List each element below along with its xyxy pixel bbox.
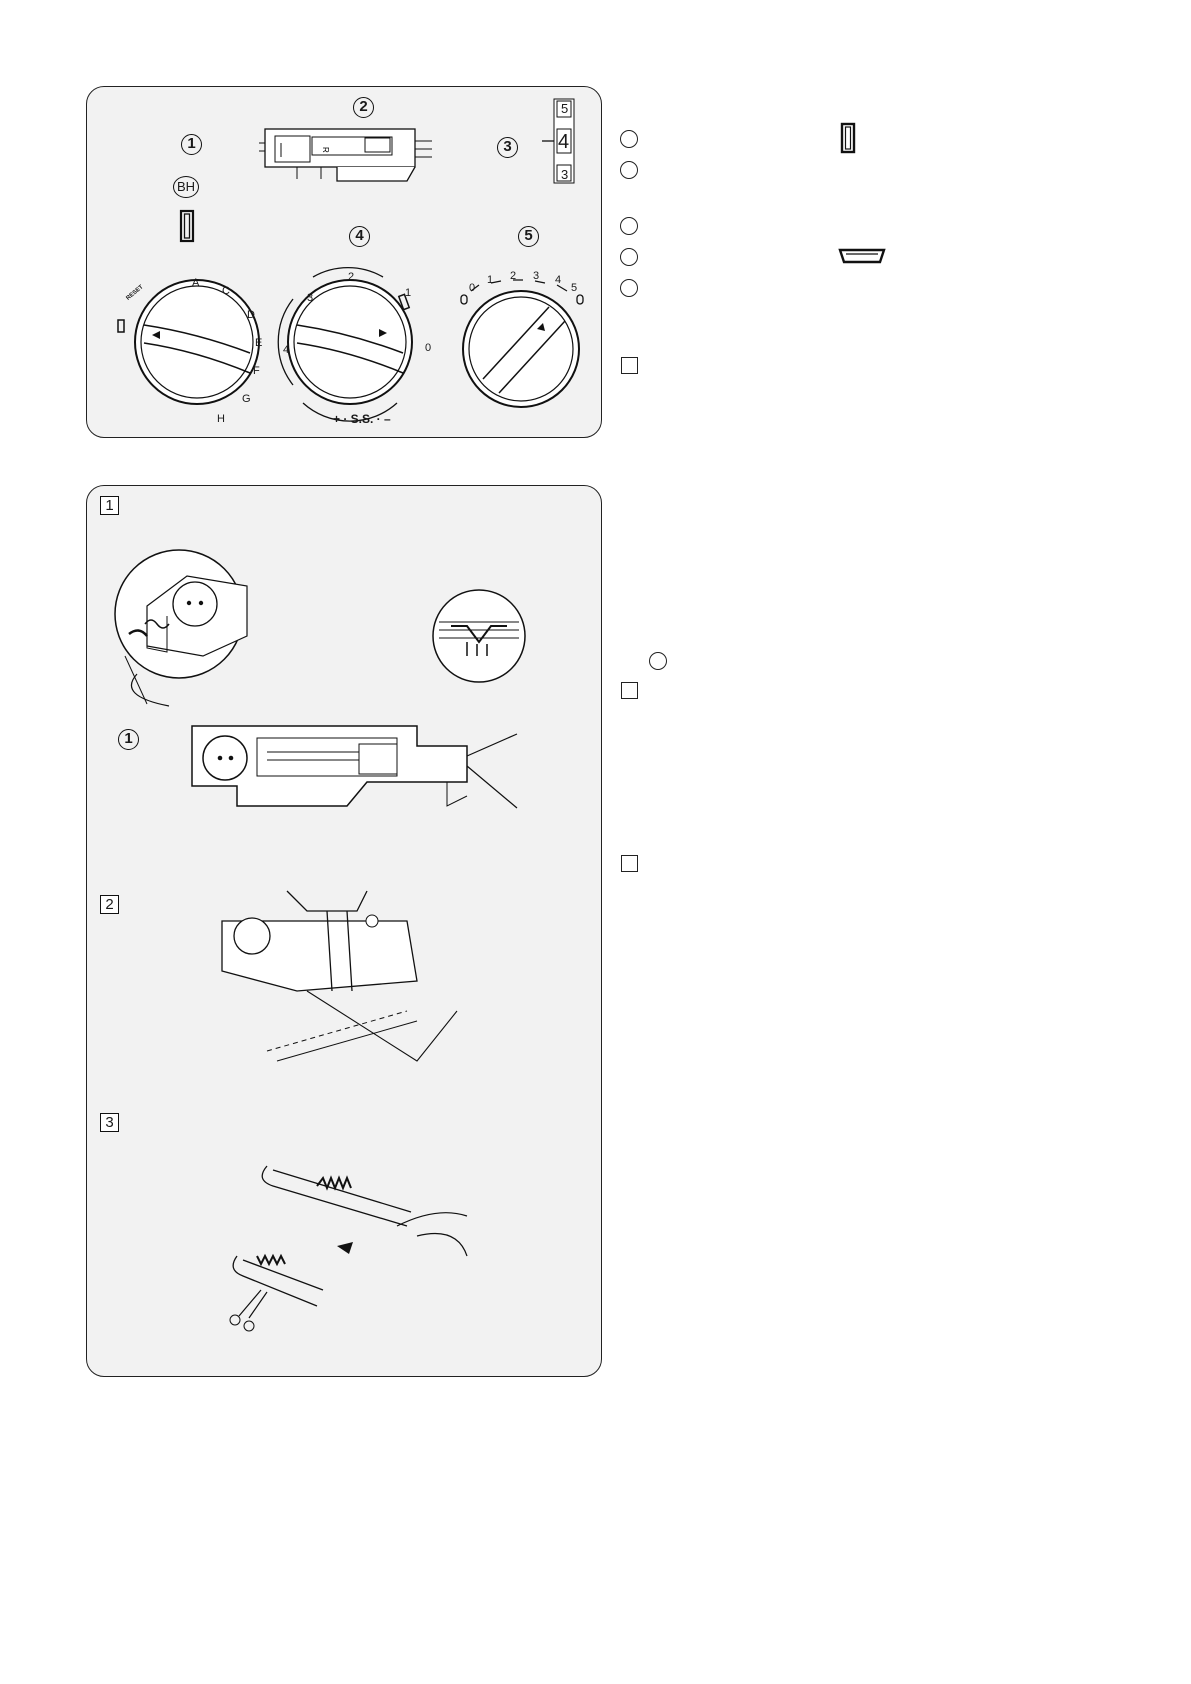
steps-panel: 1 2 3 1 xyxy=(86,485,602,1377)
settings-panel: 1 2 3 4 5 BH R 5 4 3 xyxy=(86,86,602,438)
step-marker-bottom xyxy=(621,855,638,872)
foot-attached-to-machine-illustration xyxy=(221,890,458,1062)
width-number-0: 0 xyxy=(425,342,432,354)
length-number-2: 2 xyxy=(510,270,517,282)
buttonhole-pattern-icon xyxy=(179,209,195,243)
pattern-letter-g: G xyxy=(242,393,251,405)
pattern-selector-dial[interactable] xyxy=(132,277,262,407)
callout-3: 3 xyxy=(497,137,518,158)
step-marker-top xyxy=(621,357,638,374)
list-marker-2 xyxy=(620,161,638,179)
step-number-3: 3 xyxy=(100,1113,119,1132)
buttonhole-foot-with-button-illustration xyxy=(191,725,518,809)
step-number-2: 2 xyxy=(100,895,119,914)
pattern-letter-c: C xyxy=(222,285,230,297)
pattern-letter-d: D xyxy=(247,309,255,321)
width-scale-arc xyxy=(277,267,411,422)
stitch-length-dial[interactable] xyxy=(461,289,581,409)
length-dial-pattern-icon-inline xyxy=(838,248,886,264)
width-number-2: 2 xyxy=(348,271,355,283)
pattern-letter-e: E xyxy=(255,337,263,349)
list-marker-3 xyxy=(620,217,638,235)
svg-text:R: R xyxy=(321,147,330,153)
callout-5: 5 xyxy=(518,226,539,247)
length-number-4: 4 xyxy=(555,274,562,286)
length-number-3: 3 xyxy=(533,270,540,282)
scale-value-3: 3 xyxy=(561,167,569,182)
list-marker-5 xyxy=(620,279,638,297)
scale-value-5: 5 xyxy=(561,101,569,116)
width-number-1: 1 xyxy=(405,287,412,299)
step-number-1: 1 xyxy=(100,496,119,515)
callout-4: 4 xyxy=(349,226,370,247)
reset-marker-icon xyxy=(117,319,125,333)
pattern-letter-a: A xyxy=(192,277,200,289)
buttonhole-foot-illustration: R xyxy=(259,128,432,182)
cutting-buttonhole-illustration xyxy=(229,1165,468,1332)
list-marker-1 xyxy=(620,130,638,148)
scale-value-4: 4 xyxy=(558,131,570,153)
buttonhole-bh-label: BH xyxy=(173,176,199,198)
button-holder-inset-illustration xyxy=(114,549,248,707)
step-marker-middle xyxy=(621,682,638,699)
stitch-length-scale xyxy=(542,98,575,184)
stitch-width-dial[interactable] xyxy=(285,277,415,407)
ss-label: + · S.S. · – xyxy=(333,412,391,426)
thread-guide-inset-illustration xyxy=(432,589,526,683)
callout-2: 2 xyxy=(353,97,374,118)
width-number-4: 4 xyxy=(283,344,290,356)
length-number-0: 0 xyxy=(469,282,476,294)
pattern-letter-f: F xyxy=(253,365,260,377)
callout-1: 1 xyxy=(181,134,202,155)
callout-marker-1: 1 xyxy=(118,729,139,750)
list-marker-6 xyxy=(649,652,667,670)
pattern-letter-h: H xyxy=(217,413,225,425)
width-number-3: 3 xyxy=(307,292,314,304)
length-scale-markers xyxy=(460,279,584,305)
length-number-1: 1 xyxy=(487,274,494,286)
length-number-5: 5 xyxy=(571,282,578,294)
list-marker-4 xyxy=(620,248,638,266)
buttonhole-pattern-icon-inline xyxy=(840,122,856,154)
